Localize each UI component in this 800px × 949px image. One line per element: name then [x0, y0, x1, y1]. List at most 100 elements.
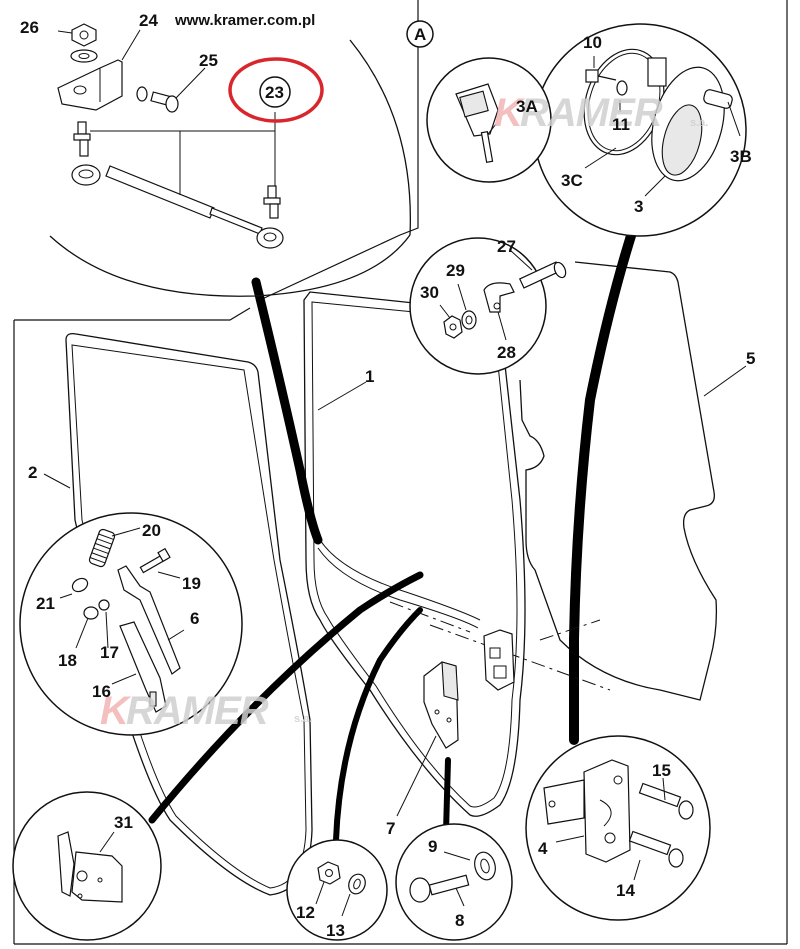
label-1: 1 — [365, 367, 374, 386]
washer-25 — [136, 86, 148, 102]
label-5: 5 — [746, 349, 755, 368]
leader-detail-12-13 — [333, 607, 423, 843]
striker-latch-4 — [583, 759, 631, 863]
label-19: 19 — [182, 574, 201, 593]
watermark-top: K RAMER s.a. — [494, 91, 708, 135]
label-2: 2 — [28, 463, 37, 482]
label-14: 14 — [616, 881, 635, 900]
svg-text:s.a.: s.a. — [690, 117, 708, 129]
label-9: 9 — [428, 837, 437, 856]
label-18: 18 — [58, 651, 77, 670]
detail-arc-right — [349, 39, 412, 236]
ball-stud-right — [263, 185, 281, 219]
nut-12 — [317, 861, 341, 885]
nut-30 — [443, 315, 463, 339]
screw-8-shank — [428, 874, 470, 896]
bracket-24 — [57, 59, 123, 111]
svg-text:K: K — [494, 91, 526, 135]
border-left-top — [14, 307, 251, 321]
label-25: 25 — [199, 51, 218, 70]
detail-marker-a: A — [414, 25, 426, 44]
label-15: 15 — [652, 761, 671, 780]
detail-window-catch — [12, 791, 162, 941]
latch-lever-6 — [117, 565, 181, 675]
detail-nut-washer — [286, 839, 388, 941]
leader-detail-23 — [251, 277, 323, 545]
lock-nut-26 — [71, 23, 97, 47]
washer-11 — [616, 80, 628, 96]
watermark-bottom: K RAMER s.a. — [100, 689, 312, 733]
nut-17 — [98, 599, 110, 611]
callout-circle-23 — [259, 76, 291, 108]
label-26: 26 — [20, 18, 39, 37]
label-13: 13 — [326, 921, 345, 940]
label-6: 6 — [190, 609, 199, 628]
label-10: 10 — [583, 33, 602, 52]
lock-cylinder-3b — [703, 89, 733, 109]
label-3b: 3B — [730, 147, 752, 166]
lock-connector — [647, 57, 667, 87]
label-30: 30 — [420, 283, 439, 302]
bolt-25-head — [165, 95, 179, 113]
window-catch-31 — [71, 851, 123, 903]
detail-handle — [19, 473, 243, 736]
gas-strut-23 — [71, 164, 284, 249]
svg-text:s.a.: s.a. — [294, 713, 312, 725]
leader-7 — [396, 735, 437, 817]
highlight-ring-23 — [228, 57, 324, 123]
label-24: 24 — [139, 11, 158, 30]
svg-text:K: K — [100, 689, 132, 733]
detail-12-13-circle — [286, 839, 388, 941]
leader-detail-31 — [148, 571, 424, 824]
detail-clip-circle — [409, 237, 547, 375]
label-28: 28 — [497, 343, 516, 362]
assembly-lines — [389, 601, 611, 691]
leader-1 — [317, 381, 367, 411]
label-3: 3 — [634, 197, 643, 216]
washer — [70, 49, 98, 63]
leader-detail-8-9 — [443, 757, 451, 835]
door-frame-1 — [303, 291, 526, 817]
label-29: 29 — [446, 261, 465, 280]
callout-leaders — [148, 215, 641, 843]
ball-stud-top — [73, 121, 91, 157]
handle-cover-16 — [119, 621, 167, 713]
label-7: 7 — [386, 819, 395, 838]
clip-28 — [483, 282, 515, 313]
window-glass-5 — [519, 261, 718, 701]
label-3c: 3C — [561, 171, 583, 190]
detail-arc-bottom — [49, 234, 411, 297]
detail-a-lock — [406, 20, 747, 237]
website-url[interactable]: www.kramer.com.pl — [174, 12, 315, 29]
label-11: 11 — [612, 115, 630, 134]
screw-15 — [638, 782, 682, 808]
washer-9 — [474, 851, 496, 881]
screw-8-head — [409, 877, 431, 903]
label-16: 16 — [92, 682, 111, 701]
svg-text:RAMER: RAMER — [520, 91, 663, 135]
svg-text:RAMER: RAMER — [126, 689, 269, 733]
spring-20 — [88, 528, 116, 568]
label-17: 17 — [100, 643, 119, 662]
washer-13 — [348, 873, 366, 895]
detail-clip — [409, 237, 567, 375]
detail-gas-strut — [49, 23, 412, 297]
label-23: 23 — [265, 83, 284, 102]
border-a-divider — [259, 0, 419, 301]
cap-21 — [71, 577, 89, 593]
outer-border — [13, 0, 788, 945]
label-3a: 3A — [516, 97, 538, 116]
bolt-10 — [585, 69, 599, 83]
detail-striker — [525, 735, 711, 921]
label-27: 27 — [497, 237, 516, 256]
label-21: 21 — [36, 594, 55, 613]
leader-5 — [703, 365, 747, 397]
screw-14 — [628, 830, 672, 856]
lock-bracket-7 — [423, 661, 459, 749]
label-12: 12 — [296, 903, 315, 922]
frame-lock-mechanism — [483, 629, 515, 691]
leader-detail-a — [569, 215, 641, 745]
washer-29 — [461, 310, 477, 330]
